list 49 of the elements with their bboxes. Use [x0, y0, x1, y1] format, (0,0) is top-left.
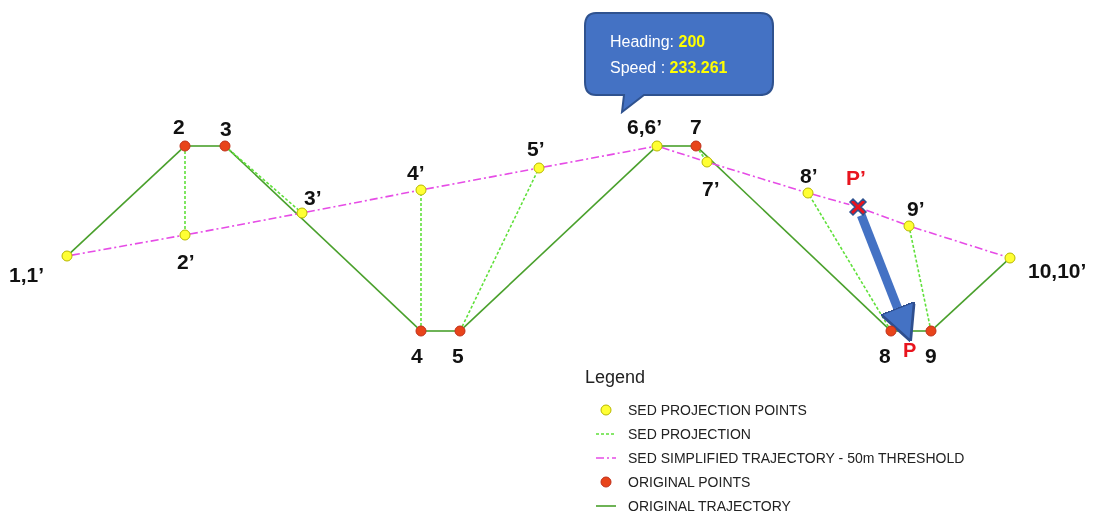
point-label: 4’	[407, 162, 425, 183]
callout-text: Heading: 200	[610, 34, 706, 50]
point-label: 3’	[304, 187, 322, 208]
point-label: 7	[690, 116, 702, 137]
legend-text: ORIGINAL TRAJECTORY	[628, 499, 791, 513]
point-label: 3	[220, 118, 232, 139]
point-label: 4	[411, 345, 423, 366]
point-label: 7’	[702, 178, 720, 199]
point-label: 6,6’	[627, 116, 663, 137]
point-label: 1,1’	[9, 264, 45, 285]
trajectory-line	[661, 145, 692, 147]
dashed-line	[543, 146, 653, 168]
point-label: 8	[879, 345, 891, 366]
arrow	[857, 213, 916, 343]
point-label: 5	[452, 345, 464, 366]
trajectory-line	[189, 145, 221, 147]
dashed-line	[425, 168, 535, 190]
point-label: 2’	[177, 251, 195, 272]
legend-text: ORIGINAL POINTS	[628, 475, 751, 489]
trajectory-line	[933, 260, 1008, 329]
trajectory-line	[698, 148, 889, 329]
dashed-line	[809, 196, 890, 328]
point-label: 9’	[907, 198, 925, 219]
point-label: 9	[925, 345, 937, 366]
point-label: P	[903, 339, 917, 361]
dashed-line	[189, 213, 298, 235]
point-label: 5’	[527, 138, 545, 159]
dashed-line	[909, 230, 931, 327]
dashed-line	[71, 235, 181, 256]
dashed-line	[306, 190, 417, 213]
legend-text: SED PROJECTION	[628, 427, 751, 441]
dashed-line	[711, 162, 804, 193]
trajectory-line	[69, 148, 183, 254]
dashed-line	[227, 148, 300, 211]
legend-text: SED SIMPLIFIED TRAJECTORY - 50m THRESHOLD	[628, 451, 965, 465]
dashed-line	[865, 209, 906, 226]
dashed-line	[461, 171, 538, 328]
dashed-line	[812, 193, 851, 206]
point-label: 10,10’	[1028, 260, 1087, 281]
trajectory-line	[462, 148, 655, 329]
legend-title: Legend	[585, 368, 646, 386]
point-label: P’	[846, 167, 866, 188]
dashed-line	[184, 150, 186, 231]
point-label: 2	[173, 116, 185, 137]
callout-text: Speed : 233.261	[610, 60, 728, 76]
trajectory-line	[425, 330, 456, 332]
dashed-line	[698, 149, 705, 159]
legend-text: SED PROJECTION POINTS	[628, 403, 807, 417]
point-label: 8’	[800, 165, 818, 186]
